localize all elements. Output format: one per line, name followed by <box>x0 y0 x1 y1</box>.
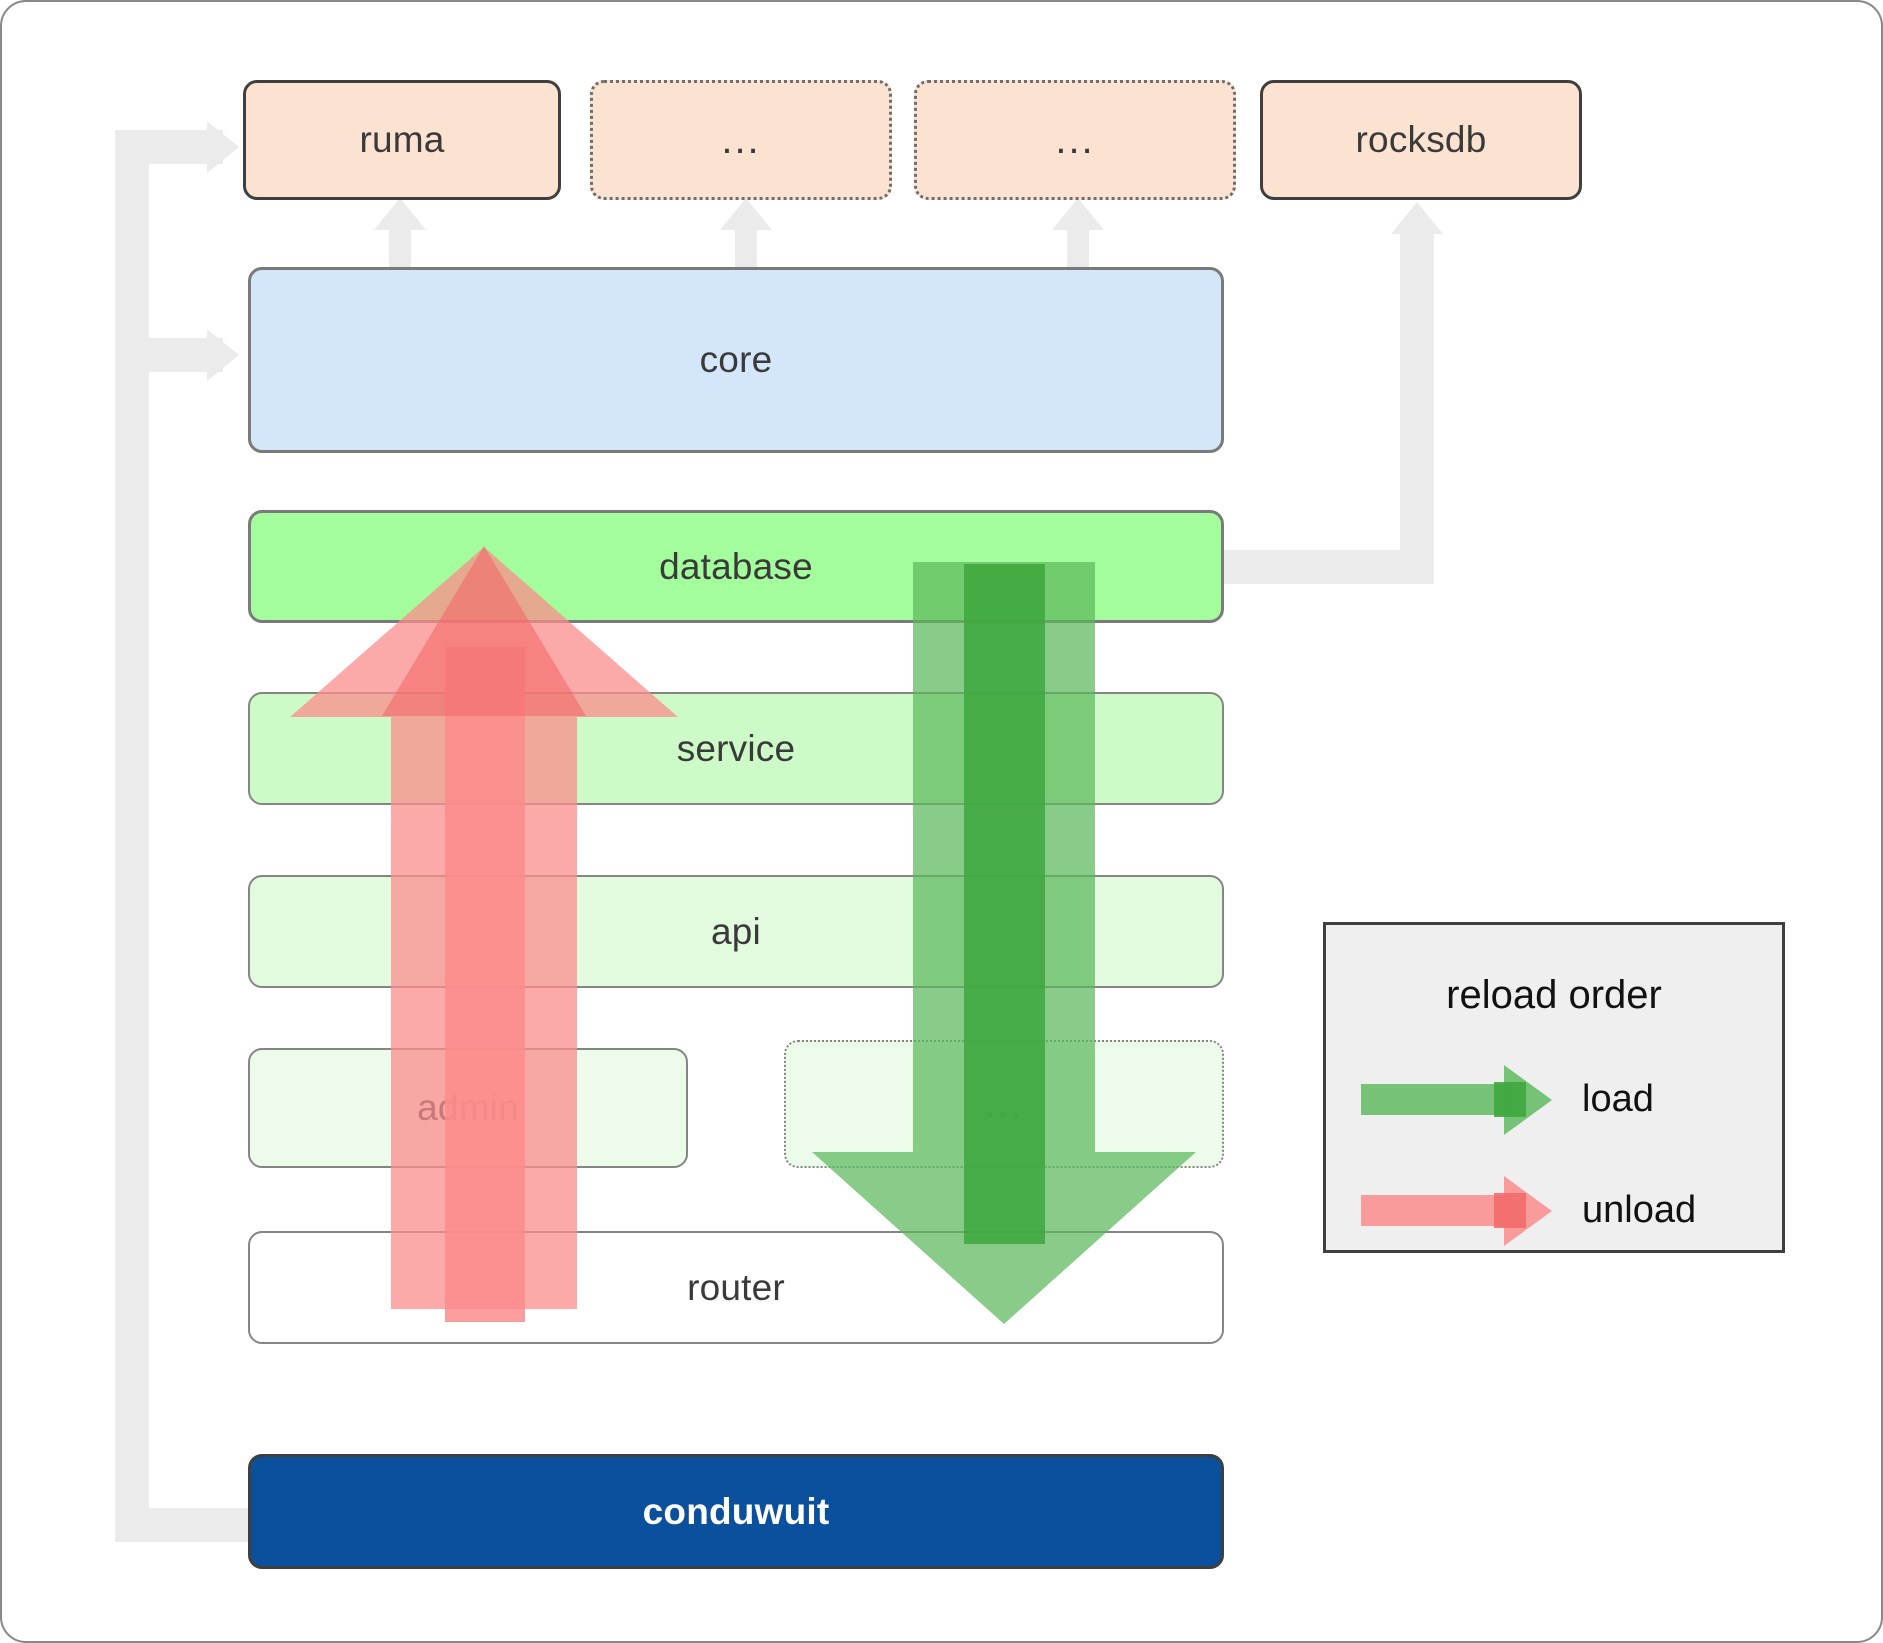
layer-box-ellipsis-label: ... <box>984 1082 1024 1126</box>
connector-arrowhead-ruma <box>207 121 239 173</box>
layer-box-admin[interactable]: admin <box>248 1048 688 1168</box>
connector-core-to-ruma-shaft <box>389 227 411 267</box>
dependency-box-ruma-label: ruma <box>359 119 445 160</box>
dependency-box-rocksdb[interactable]: rocksdb <box>1260 80 1582 200</box>
connector-core-to-ruma-arrowhead <box>374 198 426 230</box>
layer-box-service-label: service <box>676 727 796 769</box>
dependency-box-ellipsis-2[interactable]: ... <box>914 80 1236 200</box>
legend-unload-arrow-core <box>1494 1193 1526 1228</box>
dependency-box-ellipsis-1[interactable]: ... <box>590 80 892 200</box>
layer-box-router-label: router <box>687 1266 785 1308</box>
layer-box-api[interactable]: api <box>248 875 1224 988</box>
dependency-box-ruma[interactable]: ruma <box>243 80 561 200</box>
layer-box-ellipsis[interactable]: ... <box>784 1040 1224 1168</box>
connector-branch-ruma <box>115 130 223 164</box>
legend-label-load: load <box>1582 1078 1654 1120</box>
legend-unload-arrow-shaft <box>1361 1195 1511 1226</box>
legend-label-unload: unload <box>1582 1189 1697 1231</box>
layer-box-api-label: api <box>711 910 761 952</box>
binary-box-conduwuit-label: conduwuit <box>642 1490 830 1532</box>
layer-box-admin-label: admin <box>417 1087 519 1128</box>
connector-branch-core <box>115 338 223 372</box>
dependency-box-ellipsis-2-label: ... <box>1055 118 1095 162</box>
dependency-box-ellipsis-1-label: ... <box>721 118 761 162</box>
layer-box-service[interactable]: service <box>248 692 1224 805</box>
connector-database-to-rocksdb-horizontal <box>1224 550 1434 584</box>
legend-load-arrow-shaft <box>1361 1084 1511 1115</box>
connector-database-to-rocksdb-vertical <box>1400 234 1434 584</box>
legend-title: reload order <box>1446 973 1662 1017</box>
layer-box-core-label: core <box>699 339 773 380</box>
layer-box-router[interactable]: router <box>248 1231 1224 1344</box>
binary-box-conduwuit[interactable]: conduwuit <box>248 1454 1224 1569</box>
layer-box-database[interactable]: database <box>248 510 1224 623</box>
connector-arrowhead-rocksdb <box>1391 202 1443 234</box>
legend-panel: reload order load unload <box>1323 922 1785 1253</box>
connector-core-to-dep3-arrowhead <box>1052 198 1104 230</box>
layer-box-core[interactable]: core <box>248 267 1224 453</box>
connector-core-to-dep3-shaft <box>1067 227 1089 267</box>
dependency-box-rocksdb-label: rocksdb <box>1355 119 1487 160</box>
connector-arrowhead-core <box>207 329 239 381</box>
layer-box-database-label: database <box>659 545 813 587</box>
legend-load-arrow-core <box>1494 1082 1526 1117</box>
connector-to-conduwuit <box>115 1508 255 1542</box>
connector-core-to-dep2-arrowhead <box>720 198 772 230</box>
connector-core-to-dep2-shaft <box>735 227 757 267</box>
